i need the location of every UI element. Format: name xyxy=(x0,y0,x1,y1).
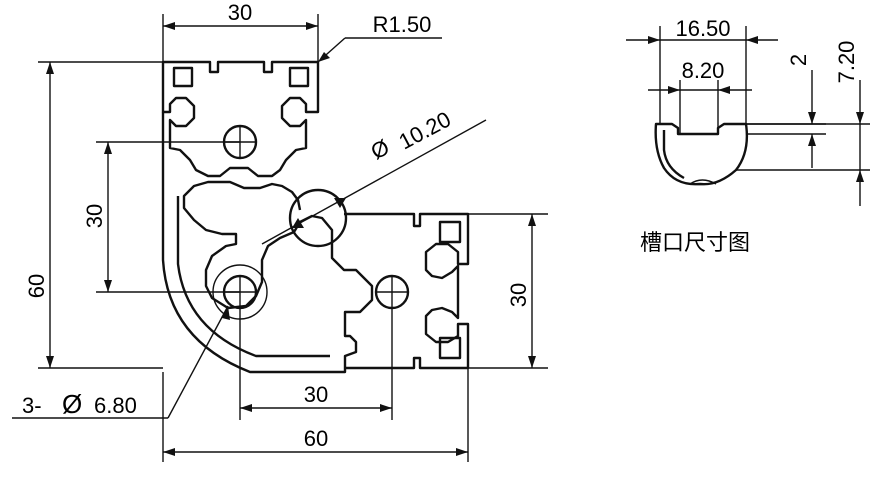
dim-slot-depth-label: 7.20 xyxy=(834,41,859,84)
dim-slot-opening: 16.50 xyxy=(626,16,778,124)
dim-corner-radius-label: R1.50 xyxy=(373,12,432,37)
dim-hole-spec-label: 6.80 xyxy=(94,393,137,418)
dim-slot-depth: 7.20 xyxy=(736,41,870,206)
dim-bottom-inner: 30 xyxy=(239,308,393,420)
dim-slot-width-label: 8.20 xyxy=(682,58,725,83)
center-hole xyxy=(288,188,348,248)
dim-center-hole-label: 10.20 xyxy=(395,106,455,154)
dim-inner-height: 30 xyxy=(82,141,240,293)
dim-top-width-label: 30 xyxy=(228,0,252,25)
dim-bottom-overall: 60 xyxy=(162,368,469,462)
dim-top-width: 30 xyxy=(162,0,319,62)
dim-bottom-overall-label: 60 xyxy=(304,426,328,451)
dim-bottom-inner-label: 30 xyxy=(304,382,328,407)
dim-lip-depth-label: 2 xyxy=(786,54,811,66)
hole-right xyxy=(374,274,410,310)
dim-right-height: 30 xyxy=(468,213,548,369)
dim-corner-radius: R1.50 xyxy=(317,12,442,63)
dim-lip-depth: 2 xyxy=(746,54,826,168)
dim-right-height-label: 30 xyxy=(506,283,531,307)
dim-inner-height-label: 30 xyxy=(82,204,107,228)
dim-hole-spec-prefix: 3- xyxy=(22,393,42,418)
dim-overall-height: 60 xyxy=(24,61,163,369)
profile-outline xyxy=(161,60,470,374)
slot-detail-caption: 槽口尺寸图 xyxy=(640,231,750,256)
dim-hole-spec: 3- Ø 6.80 xyxy=(12,305,230,419)
dim-hole-spec-symbol: Ø xyxy=(62,389,82,419)
dim-overall-height-label: 60 xyxy=(24,274,49,298)
dim-slot-width: 8.20 xyxy=(648,58,752,134)
slot-detail-profile xyxy=(654,122,749,186)
dim-slot-opening-label: 16.50 xyxy=(675,16,730,41)
dim-center-hole-symbol: Ø xyxy=(367,134,394,164)
